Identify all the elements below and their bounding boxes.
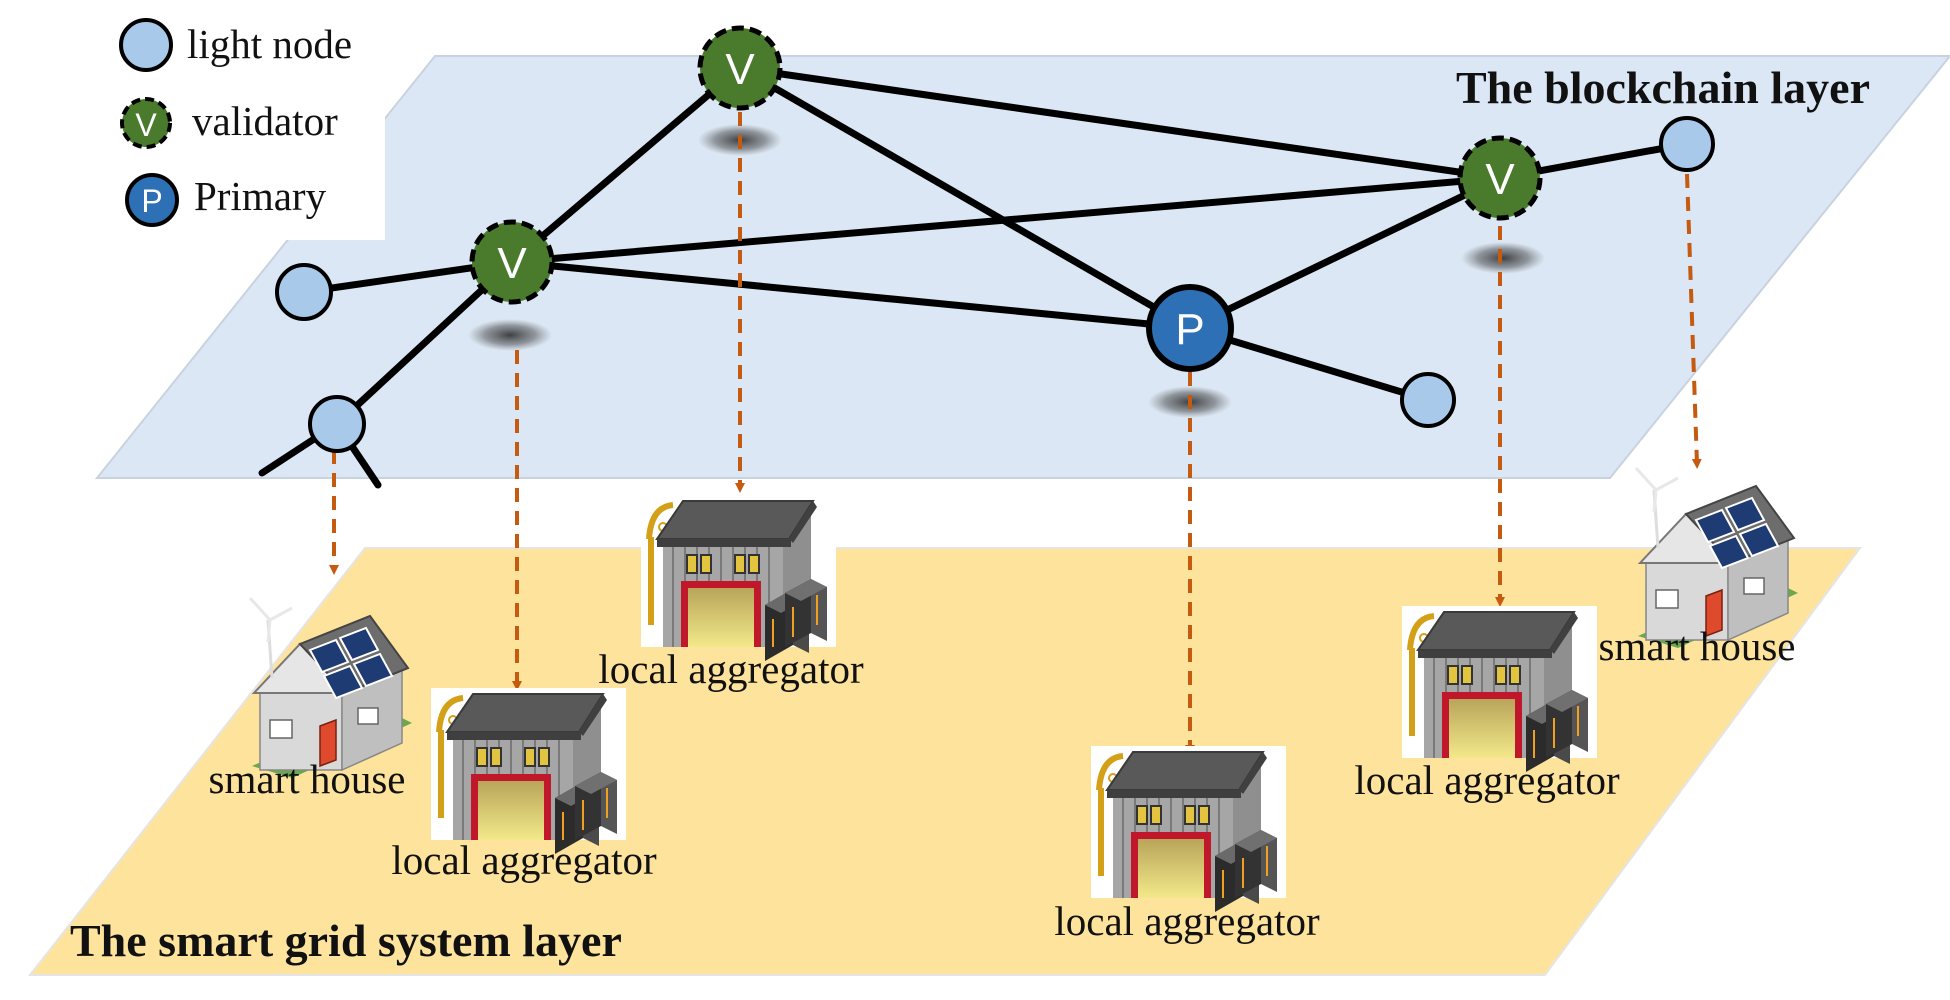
node-shadow <box>1461 242 1545 274</box>
light-node <box>1400 372 1456 428</box>
edge <box>1186 174 1504 332</box>
edge <box>736 64 1504 182</box>
mapping-arrows <box>329 112 1702 755</box>
local-aggregator-label: local aggregator <box>1054 898 1320 944</box>
validator-letter: V <box>497 239 527 288</box>
mapping-arrow <box>1685 173 1702 469</box>
validator-node: V <box>697 25 783 111</box>
light-node <box>1659 116 1715 172</box>
legend-light-node-label: light node <box>187 21 352 67</box>
validator-letter: V <box>1485 155 1515 204</box>
local-aggregator-icon <box>431 688 626 854</box>
validator-node: V <box>469 219 555 305</box>
local-aggregator-label: local aggregator <box>1354 757 1620 803</box>
primary-letter: P <box>1175 305 1204 354</box>
legend-primary-icon <box>125 173 179 227</box>
blockchain-layer-title: The blockchain layer <box>1456 62 1870 113</box>
legend-validator-label: validator <box>192 98 338 144</box>
local-aggregator-icon <box>1091 746 1286 912</box>
light-node <box>275 263 333 321</box>
smart-house-label: smart house <box>1599 623 1796 669</box>
validator-nodes: V V V <box>469 25 1543 305</box>
legend: light node V validator P Primary <box>119 18 352 227</box>
light-nodes <box>275 116 1715 453</box>
validator-node: V <box>1457 135 1543 221</box>
validator-letter: V <box>725 45 755 94</box>
edge <box>508 174 1504 266</box>
legend-primary-letter: P <box>141 183 162 219</box>
legend-primary-label: Primary <box>194 173 327 219</box>
local-aggregator-label: local aggregator <box>598 646 864 692</box>
edge <box>736 64 1194 332</box>
edge <box>508 64 744 266</box>
local-aggregator-icon <box>641 495 836 661</box>
light-node <box>308 395 366 453</box>
edge <box>508 258 1194 332</box>
smart-grid-layer-title: The smart grid system layer <box>70 915 622 966</box>
local-aggregator-icon <box>1402 606 1597 772</box>
legend-validator-icon <box>120 97 172 149</box>
legend-light-node-icon <box>119 18 173 72</box>
local-aggregator-label: local aggregator <box>391 837 657 883</box>
legend-validator-letter: V <box>135 107 157 143</box>
primary-node: P <box>1146 284 1234 372</box>
node-shadows <box>468 124 1545 418</box>
node-shadow <box>468 319 552 351</box>
smart-house-label: smart house <box>209 756 406 802</box>
